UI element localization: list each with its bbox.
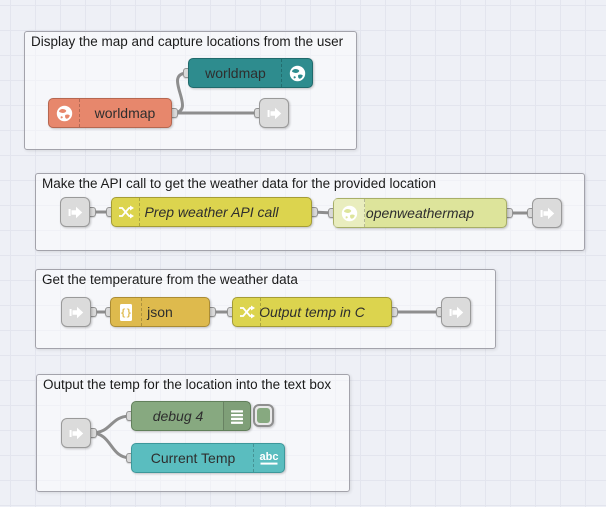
- node-icon-region: {}: [111, 298, 142, 326]
- link-arrow-icon: [449, 306, 463, 318]
- group-label: Make the API call to get the weather dat…: [42, 176, 436, 191]
- debug-list-icon: [231, 409, 243, 424]
- node-link-in-output[interactable]: [61, 418, 91, 448]
- node-icon-region: [233, 298, 261, 326]
- node-label: Current Temp: [150, 450, 236, 466]
- globe-icon: [341, 205, 357, 221]
- node-icon-region: abc: [253, 444, 284, 472]
- function-icon: [239, 305, 255, 319]
- node-link-in-temp[interactable]: [61, 297, 91, 327]
- svg-text:{}: {}: [120, 308, 131, 319]
- node-link-out-weather[interactable]: [532, 198, 562, 228]
- debug-toggle-button[interactable]: [253, 404, 274, 427]
- svg-text:abc: abc: [260, 451, 279, 463]
- group-label: Display the map and capture locations fr…: [31, 34, 344, 49]
- function-icon: [118, 205, 134, 219]
- abc-text-icon: abc: [260, 451, 279, 465]
- link-arrow-icon: [69, 306, 83, 318]
- node-link-out-map[interactable]: [259, 98, 289, 128]
- wire[interactable]: [89, 431, 133, 460]
- link-arrow-icon: [540, 207, 554, 219]
- node-label: json: [147, 304, 173, 320]
- node-link-in-weather[interactable]: [60, 197, 90, 227]
- wire[interactable]: [89, 414, 133, 435]
- node-icon-region: [112, 198, 140, 226]
- node-label: Output temp in C: [259, 304, 365, 320]
- node-worldmap-in[interactable]: worldmap: [48, 98, 172, 128]
- globe-icon: [56, 105, 72, 121]
- node-icon-region: [281, 59, 312, 87]
- flow-group[interactable]: Display the map and capture locations fr…: [24, 31, 357, 150]
- node-prep-weather-api-call[interactable]: Prep weather API call: [111, 197, 312, 227]
- globe-icon: [289, 65, 305, 81]
- group-label: Output the temp for the location into th…: [43, 377, 332, 392]
- group-label: Get the temperature from the weather dat…: [42, 272, 298, 287]
- node-label: worldmap: [205, 65, 266, 81]
- node-json[interactable]: {} json: [110, 297, 210, 327]
- node-label: Prep weather API call: [144, 204, 279, 220]
- node-link-out-temp[interactable]: [441, 297, 471, 327]
- wire[interactable]: [170, 71, 190, 115]
- node-label: worldmap: [94, 105, 156, 121]
- link-arrow-icon: [267, 107, 281, 119]
- node-current-temp[interactable]: abc Current Temp: [131, 443, 285, 473]
- node-label: debug 4: [152, 408, 204, 424]
- node-label: openweathermap: [365, 205, 475, 221]
- debug-toggle-state: [257, 408, 270, 423]
- node-icon-region: [49, 99, 80, 127]
- node-openweathermap[interactable]: openweathermap: [333, 198, 507, 228]
- flow-group[interactable]: Output the temp for the location into th…: [36, 374, 350, 492]
- link-arrow-icon: [68, 206, 82, 218]
- link-arrow-icon: [69, 427, 83, 439]
- node-output-temp-in-c[interactable]: Output temp in C: [232, 297, 392, 327]
- json-file-icon: {}: [120, 303, 132, 321]
- node-icon-region: [223, 402, 250, 430]
- node-worldmap-out[interactable]: worldmap: [188, 58, 313, 88]
- node-icon-region: [334, 199, 365, 227]
- node-debug-4[interactable]: debug 4: [131, 401, 251, 431]
